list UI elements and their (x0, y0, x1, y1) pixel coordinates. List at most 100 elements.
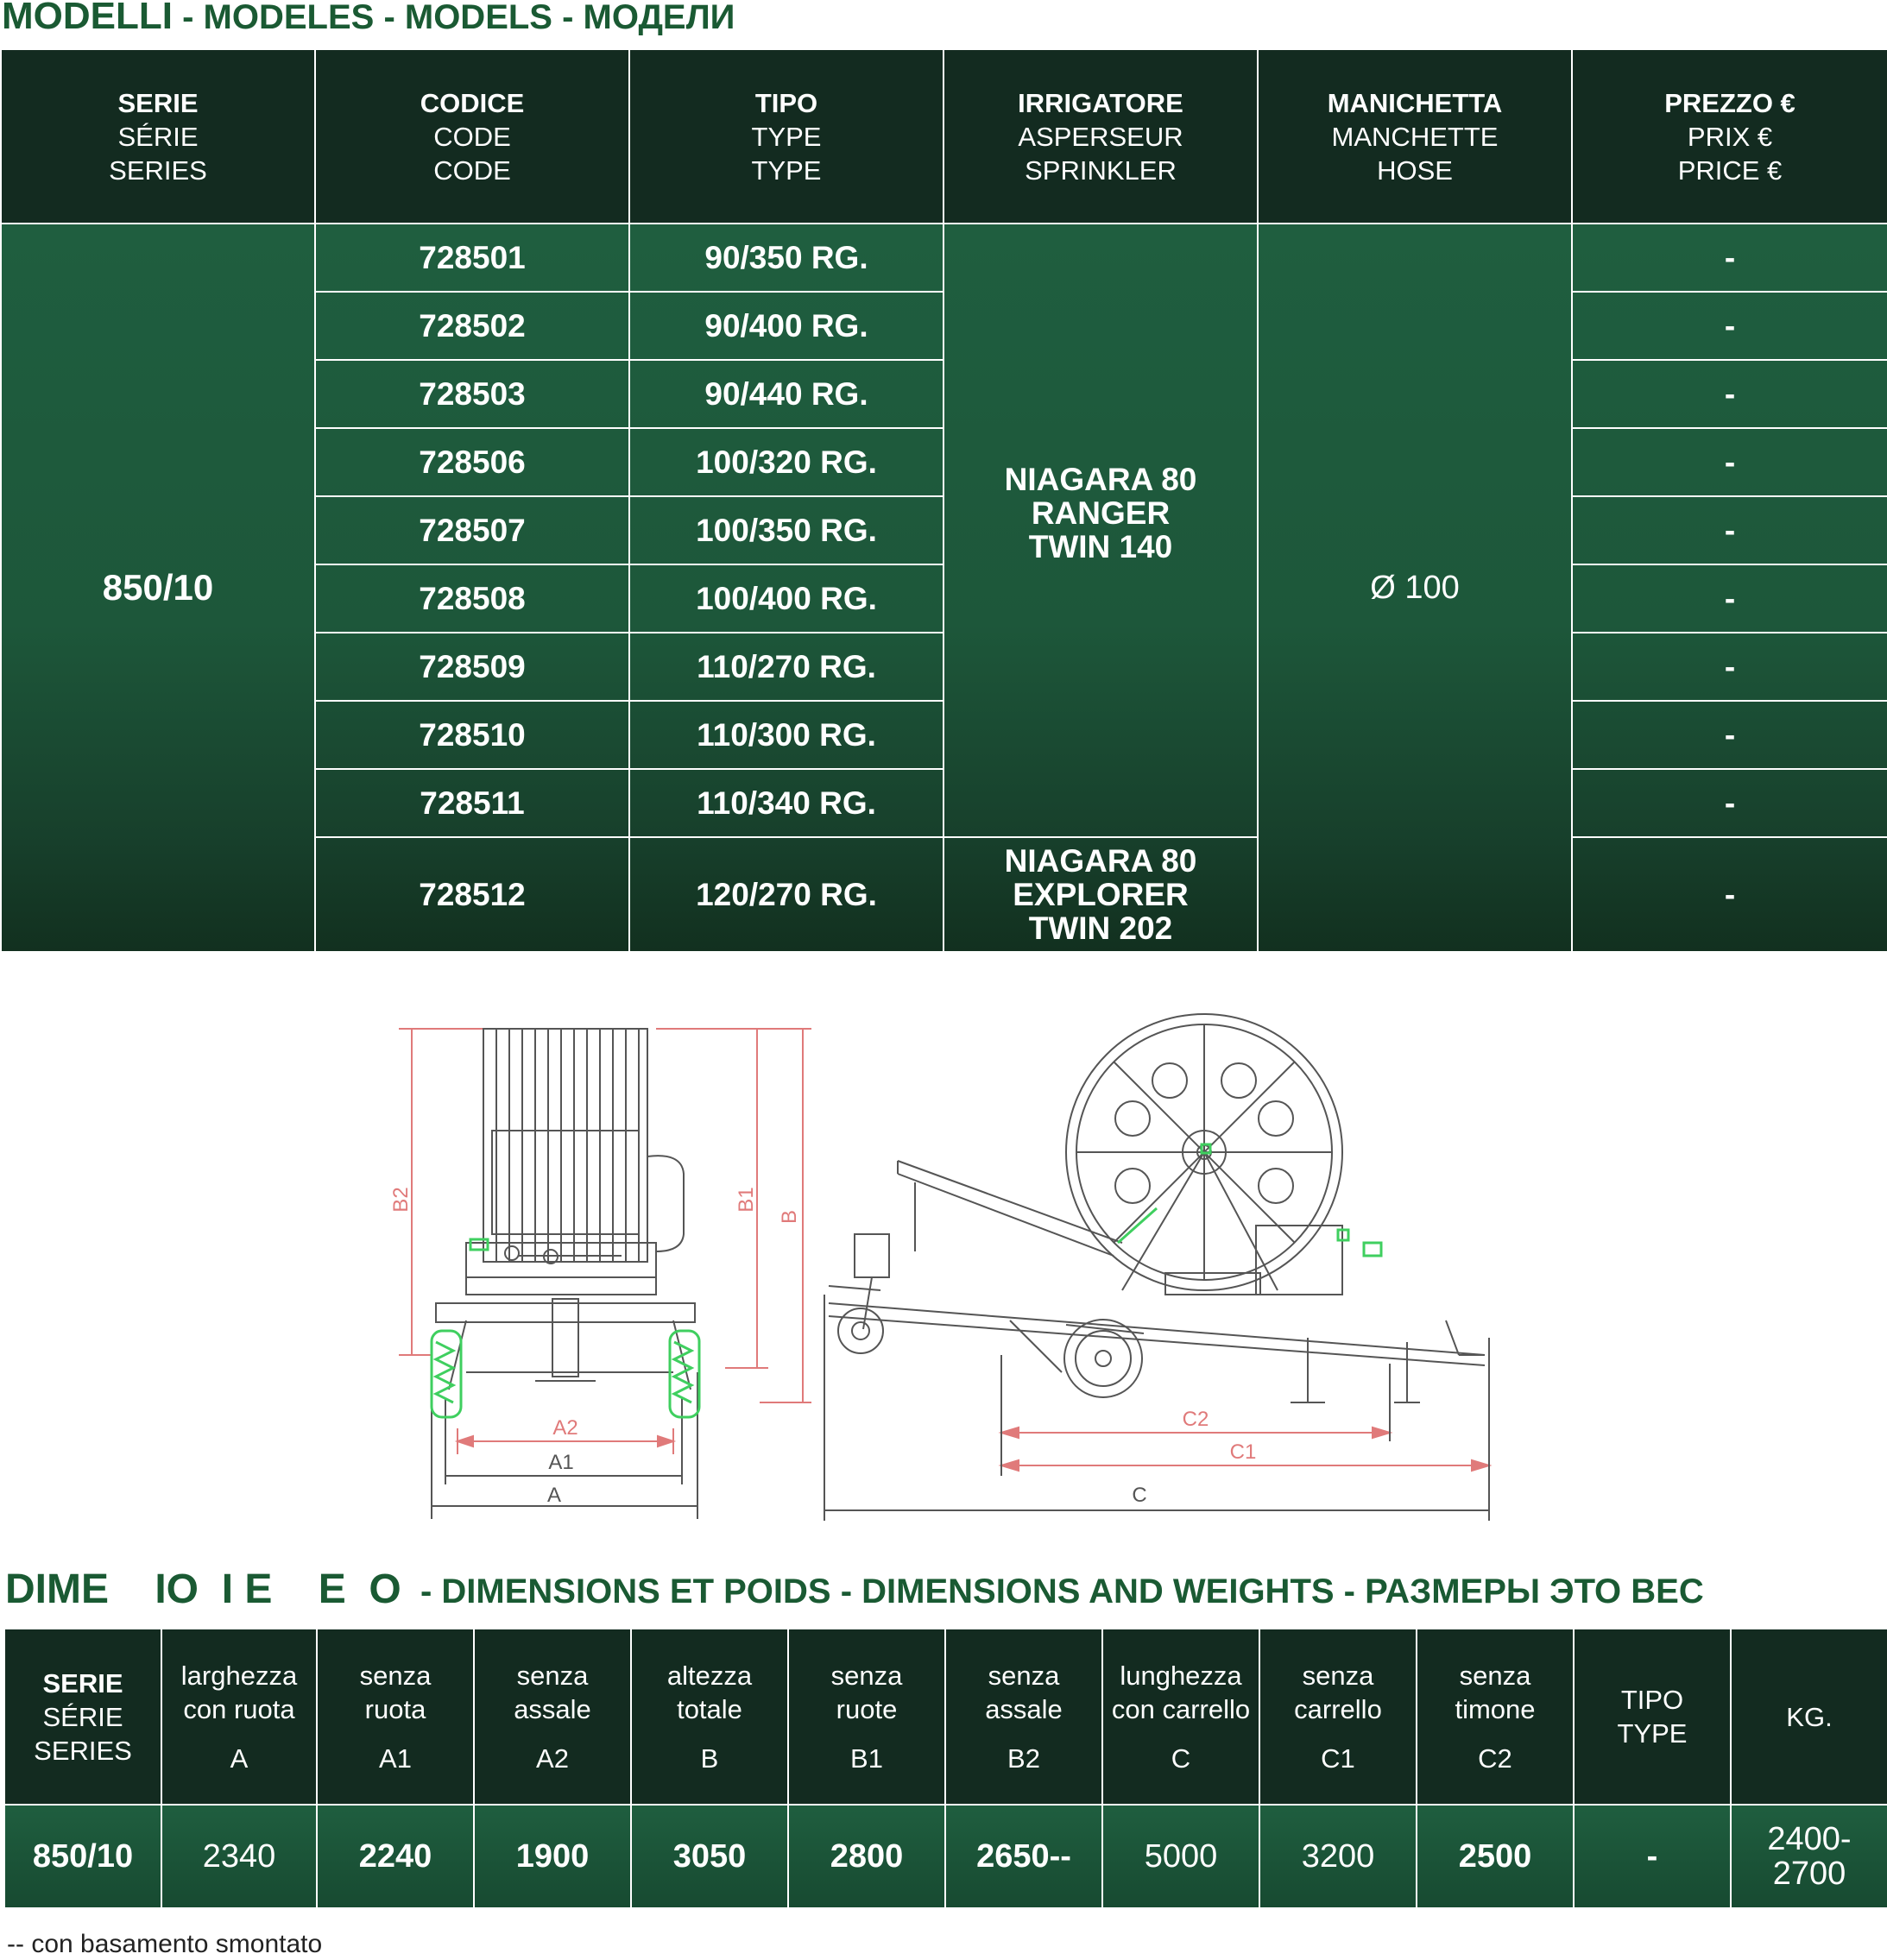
type-cell: 90/440 RG. (628, 359, 944, 429)
price-cell: - (1571, 223, 1887, 293)
price-cell: - (1571, 495, 1887, 565)
code-cell: 728507 (314, 495, 630, 565)
label-a: A (547, 1484, 561, 1507)
front-wheels (430, 1238, 701, 1419)
models-title-main: MODELLI (2, 0, 173, 37)
price-cell: - (1571, 768, 1887, 838)
code-cell: 728512 (314, 836, 630, 953)
price-cell: - (1571, 564, 1887, 633)
dims-kg-cell: 2400-2700 (1730, 1804, 1887, 1909)
models-title: MODELLI - MODELES - MODELS - МОДЕЛИ (2, 0, 735, 38)
label-b1: B1 (735, 1187, 758, 1212)
type-cell: 90/350 RG. (628, 223, 944, 293)
dims-c2-cell: 2500 (1416, 1804, 1575, 1909)
front-view-machine (435, 1028, 696, 1390)
price-cell: - (1571, 291, 1887, 361)
dims-series-cell: 850/10 (3, 1804, 162, 1909)
type-cell: 100/320 RG. (628, 427, 944, 497)
code-cell: 728510 (314, 700, 630, 770)
price-cell: - (1571, 632, 1887, 702)
type-cell: 100/400 RG. (628, 564, 944, 633)
type-cell: 120/270 RG. (628, 836, 944, 953)
side-view-machine (828, 1013, 1486, 1403)
header-prezzo: PREZZO €PRIX €PRICE € (1571, 48, 1887, 224)
code-cell: 728503 (314, 359, 630, 429)
dims-a2-cell: 1900 (473, 1804, 632, 1909)
type-cell: 100/350 RG. (628, 495, 944, 565)
models-title-rest: - MODELES - MODELS - МОДЕЛИ (172, 0, 735, 36)
code-cell: 728509 (314, 632, 630, 702)
dims-a-cell: 2340 (161, 1804, 318, 1909)
price-cell: - (1571, 359, 1887, 429)
code-cell: 728501 (314, 223, 630, 293)
label-a2: A2 (552, 1416, 577, 1440)
label-b2: B2 (389, 1187, 413, 1212)
label-c: C (1132, 1484, 1146, 1507)
price-cell: - (1571, 836, 1887, 953)
dims-b1-cell: 2800 (787, 1804, 946, 1909)
code-cell: 728506 (314, 427, 630, 497)
price-cell: - (1571, 427, 1887, 497)
dims-a1-cell: 2240 (316, 1804, 475, 1909)
hose-cell: Ø 100 (1257, 223, 1573, 953)
dims-c-cell: 5000 (1101, 1804, 1260, 1909)
label-c2: C2 (1183, 1408, 1209, 1431)
dims-data-row: 850/10 2340 2240 1900 3050 2800 2650-- 5… (3, 1804, 1887, 1909)
machine-drawing: B2 B1 B A2 C2 C1 A1 A C (389, 1013, 1493, 1521)
drawing-labels: B2 B1 B A2 C2 C1 (389, 1187, 1256, 1464)
dims-type-cell: - (1573, 1804, 1732, 1909)
dims-title: DIME IO I E E O - DIMENSIONS ET POIDS - … (5, 1566, 1704, 1613)
dims-b-cell: 3050 (630, 1804, 789, 1909)
front-dimension-lines (399, 1028, 811, 1454)
price-cell: - (1571, 700, 1887, 770)
code-cell: 728511 (314, 768, 630, 838)
label-c1: C1 (1230, 1440, 1257, 1464)
side-dimension-lines-gray (824, 1295, 1490, 1521)
dims-header-cell: KG. (1730, 1628, 1887, 1806)
side-highlights (1117, 1143, 1383, 1257)
type-cell: 90/400 RG. (628, 291, 944, 361)
front-dimension-lines-gray (431, 1372, 698, 1519)
series-cell: 850/10 (0, 223, 316, 953)
type-cell: 110/300 RG. (628, 700, 944, 770)
type-cell: 110/270 RG. (628, 632, 944, 702)
label-a1: A1 (548, 1451, 573, 1474)
type-cell: 110/340 RG. (628, 768, 944, 838)
dims-c1-cell: 3200 (1259, 1804, 1417, 1909)
side-dimension-lines (998, 1426, 1493, 1472)
code-cell: 728508 (314, 564, 630, 633)
dims-title-main: DIME IO I E E O (5, 1566, 401, 1612)
